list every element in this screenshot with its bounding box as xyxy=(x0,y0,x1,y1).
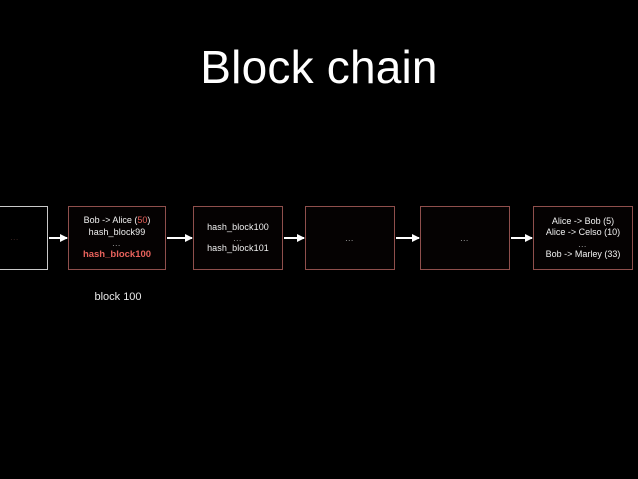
block-line-ellipsis: … xyxy=(459,233,471,243)
block-partial-left[interactable]: … xyxy=(0,206,48,270)
tx-amount: 50 xyxy=(137,215,148,225)
arrow-head-icon xyxy=(60,234,68,242)
chain-arrow-5 xyxy=(511,234,533,242)
arrow-head-icon xyxy=(297,234,305,242)
page-title: Block chain xyxy=(200,41,438,93)
block-line-ellipsis: … xyxy=(232,233,244,243)
arrow-shaft xyxy=(396,237,419,239)
tx-text-suffix: ) xyxy=(147,215,151,225)
block-line-transaction: Alice -> Celso (10) xyxy=(545,227,621,238)
block-line-prev-hash: hash_block99 xyxy=(88,226,146,237)
block-line-ellipsis: … xyxy=(9,232,21,243)
block-line-transaction: Bob -> Marley (33) xyxy=(545,248,621,259)
arrow-head-icon xyxy=(185,234,193,242)
block-ellipsis-1[interactable]: … xyxy=(305,206,395,270)
blockchain-diagram: … Bob -> Alice (50) hash_block99 … hash_… xyxy=(0,206,638,272)
block-line-transaction: Bob -> Alice (50) xyxy=(84,215,151,227)
block-101[interactable]: hash_block100 … hash_block101 xyxy=(193,206,283,270)
block-line-ellipsis: … xyxy=(111,238,123,248)
block-line-own-hash: hash_block101 xyxy=(207,243,269,253)
block-line-ellipsis: … xyxy=(344,233,356,243)
block-line-own-hash: hash_block100 xyxy=(82,249,152,260)
arrow-head-icon xyxy=(412,234,420,242)
chain-arrow-3 xyxy=(284,234,305,242)
block-line-transaction: Alice -> Bob (5) xyxy=(551,215,615,226)
block-line-prev-hash: hash_block100 xyxy=(207,221,269,232)
block-100[interactable]: Bob -> Alice (50) hash_block99 … hash_bl… xyxy=(68,206,166,270)
tx-text-prefix: Bob -> Alice ( xyxy=(83,215,138,225)
arrow-shaft xyxy=(49,237,67,239)
arrow-head-icon xyxy=(525,234,533,242)
arrow-shaft xyxy=(284,237,304,239)
block-ellipsis-2[interactable]: … xyxy=(420,206,510,270)
arrow-shaft xyxy=(511,237,532,239)
chain-arrow-2 xyxy=(167,234,193,242)
chain-arrow-4 xyxy=(396,234,420,242)
block-latest[interactable]: Alice -> Bob (5) Alice -> Celso (10) … B… xyxy=(533,206,633,270)
block-caption-label: block 100 xyxy=(94,291,142,303)
block-line-ellipsis: … xyxy=(577,238,589,249)
chain-arrow-1 xyxy=(49,234,68,242)
arrow-shaft xyxy=(167,237,192,239)
